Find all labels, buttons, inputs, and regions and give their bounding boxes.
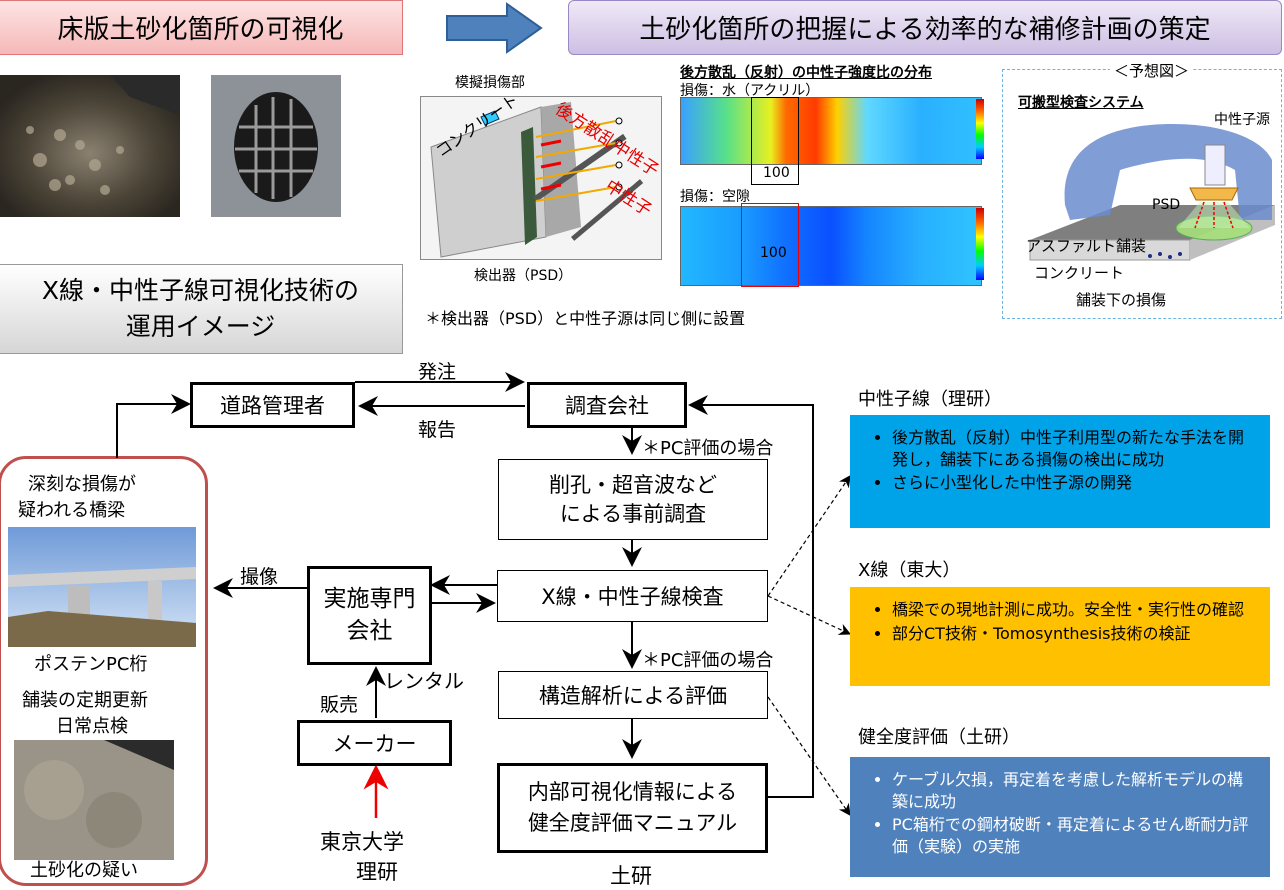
heatmap-void-colorbar <box>976 208 984 280</box>
structural-analysis-box: 構造解析による評価 <box>498 671 768 719</box>
rental-label: レンタル <box>384 669 464 693</box>
bridge-text-2b: 日常点検 <box>56 716 128 737</box>
riken-item-1: 後方散乱（反射）中性子利用型の新たな手法を開発し，舗装下にある損傷の検出に成功 <box>892 427 1252 470</box>
pre-survey-line-2: による事前調査 <box>559 501 707 526</box>
heatmap-water-colorbar <box>976 99 984 159</box>
pre-survey-line-1: 削孔・超音波など <box>549 473 717 498</box>
bridge-text-2a: 舗装の定期更新 <box>22 690 148 711</box>
pavement-damage-label: 舗装下の損傷 <box>1076 291 1167 309</box>
pwri-label: 土研 <box>610 864 652 888</box>
pc-case-label-2: ＊PC評価の場合 <box>642 650 774 671</box>
operation-line-2: 運用イメージ <box>125 312 276 341</box>
setup-note: ＊検出器（PSD）と中性子源は同じ側に設置 <box>425 309 746 328</box>
void-peak-value: 100 <box>760 245 787 261</box>
right-arrow-icon <box>446 2 543 54</box>
inspection-text: X線・中性子線検査 <box>541 585 724 609</box>
todai-item-2: 部分CT技術・Tomosynthesis技術の検証 <box>892 623 1252 645</box>
water-damage-label: 損傷：水（アクリル） <box>680 83 820 99</box>
specialist-line-1: 実施専門 <box>323 586 416 613</box>
road-admin-box: 道路管理者 <box>190 382 355 428</box>
forecast-illustration <box>1029 124 1275 261</box>
structural-analysis-text: 構造解析による評価 <box>538 684 728 708</box>
specialist-line-2: 会社 <box>346 617 393 644</box>
pwri-list: ケーブル欠損，再定着を考慮した解析モデルの構築に成功 PC箱桁での鋼材破断・再定… <box>880 769 1252 857</box>
imaging-label: 撮像 <box>240 566 279 588</box>
void-peak-box <box>741 203 799 287</box>
univ-label-2: 理研 <box>356 860 398 884</box>
bridge-panel <box>0 456 208 886</box>
maker-text: メーカー <box>332 732 417 756</box>
banner-left-text: 床版土砂化箇所の可視化 <box>57 15 344 45</box>
specialist-company-box: 実施専門 会社 <box>307 566 432 665</box>
riken-panel: 後方散乱（反射）中性子利用型の新たな手法を開発し，舗装下にある損傷の検出に成功 … <box>850 415 1270 528</box>
pc-case-label-1: ＊PC評価の場合 <box>642 438 774 459</box>
pwri-item-1: ケーブル欠損，再定着を考慮した解析モデルの構築に成功 <box>892 769 1252 812</box>
manual-box: 内部可視化情報による 健全度評価マニュアル <box>497 763 768 853</box>
banner-right-text: 土砂化箇所の把握による効率的な補修計画の策定 <box>639 15 1211 45</box>
inspection-box: X線・中性子線検査 <box>497 570 768 622</box>
sample-label: 模擬損傷部 <box>455 75 525 91</box>
order-label: 発注 <box>418 361 457 383</box>
heatmap-water <box>680 97 982 165</box>
banner-soil-visualization: 床版土砂化箇所の可視化 <box>0 0 403 55</box>
water-peak-box <box>751 97 799 185</box>
univ-label-1: 東京大学 <box>320 830 404 854</box>
detector-label: 検出器（PSD） <box>474 268 573 284</box>
void-damage-label: 損傷：空隙 <box>680 189 750 205</box>
pre-survey-box: 削孔・超音波など による事前調査 <box>498 459 768 540</box>
survey-company-text: 調査会社 <box>565 394 649 418</box>
pwri-item-2: PC箱桁での鋼材破断・再定着によるせん断耐力評価（実験）の実施 <box>892 814 1252 857</box>
riken-title: 中性子線（理研） <box>858 389 1002 410</box>
bridge-photo <box>8 527 196 647</box>
psd-label: PSD <box>1152 197 1181 213</box>
distribution-title: 後方散乱（反射）の中性子強度比の分布 <box>680 65 932 81</box>
pwri-panel: ケーブル欠損，再定着を考慮した解析モデルの構築に成功 PC箱桁での鋼材破断・再定… <box>850 757 1270 877</box>
water-peak-value: 100 <box>763 165 790 181</box>
forecast-concrete-label: コンクリート <box>1034 264 1125 282</box>
todai-panel: 橋梁での現地計測に成功。安全性・実行性の確認 部分CT技術・Tomosynthe… <box>850 587 1270 686</box>
todai-title: X線（東大） <box>858 560 961 581</box>
experiment-diagram <box>420 96 662 260</box>
road-admin-text: 道路管理者 <box>220 394 325 418</box>
pavement-photo <box>14 740 174 860</box>
bridge-text-1b: 疑われる橋梁 <box>18 500 126 521</box>
bridge-caption-1: ポステンPC桁 <box>34 654 148 675</box>
deck-damage-photo-1 <box>0 75 180 217</box>
sales-label: 販売 <box>320 694 359 716</box>
report-label: 報告 <box>418 419 457 441</box>
riken-list: 後方散乱（反射）中性子利用型の新たな手法を開発し，舗装下にある損傷の検出に成功 … <box>880 427 1252 494</box>
forecast-title: ＜予想図＞ <box>1110 60 1194 81</box>
riken-item-2: さらに小型化した中性子源の開発 <box>892 472 1252 494</box>
heatmap-void <box>680 206 982 286</box>
manual-line-2: 健全度評価マニュアル <box>527 811 738 835</box>
neutron-source-label: 中性子源 <box>1214 112 1270 128</box>
maker-box: メーカー <box>297 720 452 766</box>
deck-damage-photo-2 <box>211 75 341 217</box>
manual-line-1: 内部可視化情報による <box>527 779 738 804</box>
todai-list: 橋梁での現地計測に成功。安全性・実行性の確認 部分CT技術・Tomosynthe… <box>880 599 1252 644</box>
bridge-caption-2: 土砂化の疑い <box>30 860 138 881</box>
survey-company-box: 調査会社 <box>527 382 687 428</box>
pwri-title: 健全度評価（土研） <box>858 727 1020 748</box>
asphalt-label: アスファルト舗装 <box>1026 237 1147 255</box>
portable-system-label: 可搬型検査システム <box>1018 95 1144 111</box>
operation-image-banner: X線・中性子線可視化技術の 運用イメージ <box>0 264 403 354</box>
bridge-text-1a: 深刻な損傷が <box>28 474 136 495</box>
todai-item-1: 橋梁での現地計測に成功。安全性・実行性の確認 <box>892 599 1252 621</box>
banner-repair-plan: 土砂化箇所の把握による効率的な補修計画の策定 <box>568 0 1282 55</box>
operation-line-1: X線・中性子線可視化技術の <box>41 275 360 305</box>
